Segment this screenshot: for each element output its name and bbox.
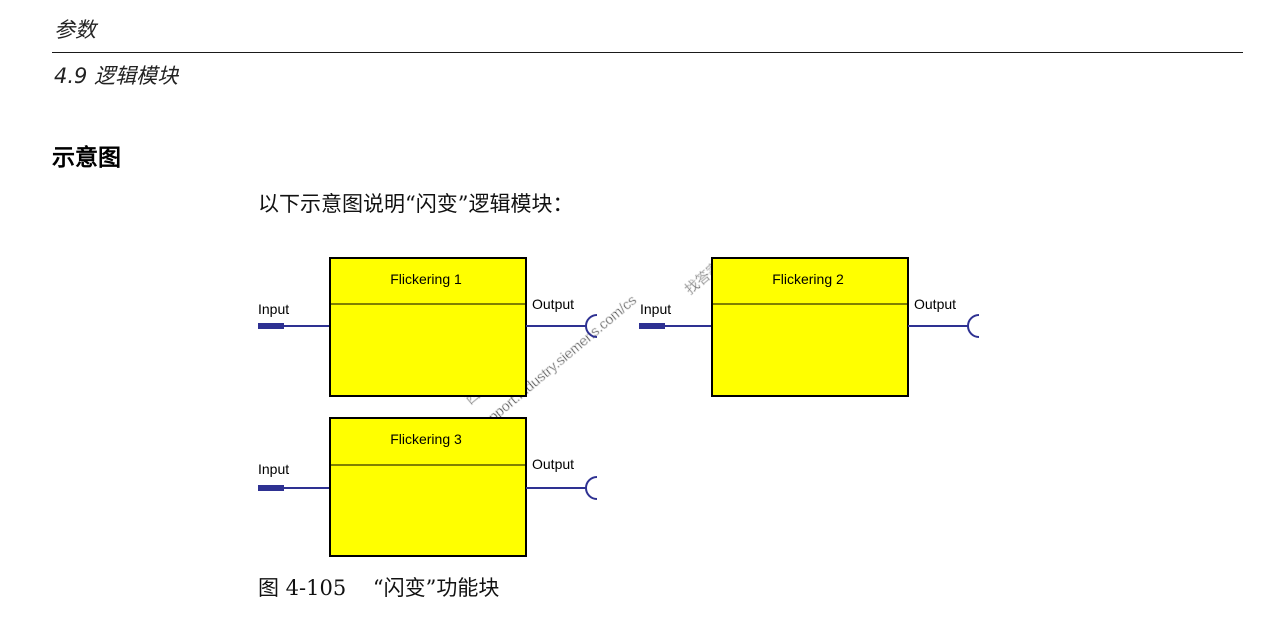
input-label: Input — [640, 301, 671, 317]
output-socket-icon — [585, 476, 598, 500]
input-pin — [258, 485, 284, 491]
output-socket-icon — [967, 314, 980, 338]
block-title: Flickering 1 — [390, 271, 462, 287]
input-pin — [639, 323, 665, 329]
header-section-title: 4.9 逻辑模块 — [54, 64, 179, 88]
block-flickering-1: Flickering 1 Input Output — [258, 257, 598, 397]
output-socket-icon — [585, 314, 598, 338]
header-divider — [52, 52, 1243, 53]
block-flickering-3: Flickering 3 Input Output — [258, 417, 598, 557]
block-body — [329, 417, 527, 557]
block-title: Flickering 3 — [390, 431, 462, 447]
output-label: Output — [532, 456, 574, 472]
input-label: Input — [258, 461, 289, 477]
intro-text: 以下示意图说明“闪变”逻辑模块： — [258, 192, 574, 216]
output-label: Output — [532, 296, 574, 312]
output-label: Output — [914, 296, 956, 312]
block-body — [711, 257, 909, 397]
block-flickering-2: Flickering 2 Input Output — [639, 257, 980, 397]
header-chapter-title: 参数 — [54, 18, 96, 42]
block-title: Flickering 2 — [772, 271, 844, 287]
section-heading: 示意图 — [52, 145, 121, 171]
block-body — [329, 257, 527, 397]
input-label: Input — [258, 301, 289, 317]
input-pin — [258, 323, 284, 329]
figure-caption: 图 4-105 “闪变”功能块 — [258, 576, 500, 600]
